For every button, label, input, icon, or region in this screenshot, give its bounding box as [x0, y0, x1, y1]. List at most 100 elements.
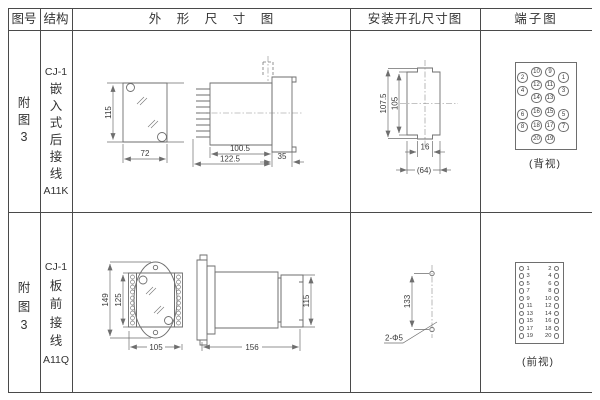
row1-structure: CJ-1 嵌 入 式 后 接 线 A11K — [43, 66, 69, 197]
col-divider-1 — [40, 8, 41, 392]
dim-label-105w: 105 — [149, 343, 163, 352]
terminal-6-back: 6 — [517, 109, 528, 120]
terminal-1-front-circle — [518, 265, 525, 272]
terminal-16-front-circle — [553, 318, 560, 324]
panel-tab-bottom — [200, 340, 207, 345]
dim-label-107-5: 107.5 — [379, 93, 388, 114]
terminal-2-front-circle — [553, 265, 560, 272]
dim-label-156: 156 — [245, 343, 259, 352]
terminal-1-back: 1 — [558, 72, 569, 83]
flange-tabs — [292, 77, 296, 152]
dim-label-16: 16 — [421, 143, 430, 152]
terminal-15-front-num: 15 — [526, 318, 533, 324]
terminal-2-front-num: 2 — [548, 265, 552, 272]
row2-figure-no: 附 图 3 — [17, 281, 31, 332]
cutout-centerlines — [400, 60, 458, 147]
rear-tabs — [299, 275, 303, 327]
terminal-1-front-num: 1 — [526, 265, 530, 272]
hatch-mark — [154, 306, 164, 314]
terminal-10-back: 10 — [531, 66, 542, 78]
terminal-14-front-num: 14 — [545, 310, 552, 317]
terminal-11-front-circle — [518, 303, 525, 309]
terminal-17-back: 17 — [544, 120, 556, 131]
table-border-left — [8, 8, 9, 392]
terminal-14-front-circle — [553, 310, 560, 317]
terminal-4-front-num: 4 — [548, 273, 552, 279]
terminal-9-front-num: 9 — [526, 295, 530, 302]
mount-hole-bottom — [153, 330, 157, 334]
spacer — [207, 266, 215, 334]
r1-front-view: 115 72 — [104, 83, 184, 163]
terminal-12-back: 12 — [531, 79, 542, 91]
terminal-14-back: 14 — [531, 92, 542, 104]
dim-label-133: 133 — [403, 294, 412, 308]
terminal-5-back: 5 — [558, 109, 569, 120]
dim-label-149: 149 — [101, 293, 110, 307]
header-terminal-diagram: 端子图 — [514, 12, 558, 26]
extension-lines — [107, 83, 184, 163]
hatch-mark — [148, 120, 158, 128]
relay-body — [210, 83, 272, 145]
extension-lines — [193, 139, 292, 167]
terminal-9-back: 9 — [544, 66, 556, 78]
extension-lines — [110, 262, 182, 350]
terminal-8-front-circle — [553, 288, 560, 294]
terminal-8-front-num: 8 — [548, 288, 552, 294]
terminal-7-back: 7 — [558, 121, 569, 133]
terminal-16-front-num: 16 — [545, 318, 552, 324]
table-border-bottom — [8, 392, 592, 393]
terminal-strip-holes — [131, 275, 181, 325]
label-mask — [242, 342, 262, 352]
header-divider — [8, 30, 592, 31]
cutout-outline — [407, 68, 440, 139]
extension-lines — [414, 274, 429, 330]
terminal-18-front-num: 18 — [545, 325, 552, 332]
row2-structure: CJ-1 板 前 接 线 A11Q — [42, 261, 70, 366]
hatch-mark — [137, 97, 147, 105]
screw-head-bottom-right — [158, 133, 167, 142]
terminal-2-back: 2 — [517, 72, 528, 83]
dim-label-115b: 115 — [302, 294, 311, 307]
hatch-mark — [146, 287, 156, 295]
hole-spec-label: 2-Φ5 — [385, 334, 403, 343]
terminal-5-front-num: 5 — [526, 280, 530, 287]
terminal-4-back: 4 — [517, 85, 528, 97]
terminal-3-front-num: 3 — [526, 273, 530, 279]
r2-front-view: 149 125 105 — [101, 262, 183, 352]
terminal-box-back-view — [515, 62, 577, 150]
terminal-6-front-circle — [553, 280, 560, 287]
terminal-3-front-circle — [518, 273, 525, 279]
r1-side-view: 100.5 122.5 35 — [193, 56, 304, 167]
relay-front-body — [137, 273, 175, 327]
terminal-8-back: 8 — [517, 121, 528, 133]
terminal-12-front-circle — [553, 303, 560, 309]
terminal-10-front-circle — [553, 295, 560, 302]
rear-section — [281, 275, 303, 327]
terminal-13-front-circle — [518, 310, 525, 317]
leader-line — [384, 322, 437, 343]
screw-head-top-left — [127, 84, 135, 92]
terminal-16-back: 16 — [531, 106, 542, 118]
mount-hole-top — [153, 265, 157, 269]
terminal-box-front-view — [515, 262, 564, 344]
terminal-18-front-circle — [553, 325, 560, 332]
dim-label-35: 35 — [278, 152, 287, 161]
mounting-flange — [272, 77, 292, 152]
front-panel — [197, 260, 207, 340]
relay-front-outline — [123, 83, 167, 142]
dim-label-115: 115 — [104, 106, 113, 119]
terminal-18-back: 18 — [531, 120, 542, 131]
terminal-15-back: 15 — [544, 106, 556, 118]
terminal-15-front-circle — [518, 318, 525, 324]
header-structure: 结构 — [43, 12, 69, 26]
terminal-10-front-num: 10 — [545, 295, 552, 302]
terminal-11-front-num: 11 — [526, 303, 533, 309]
terminal-4-front-circle — [553, 273, 560, 279]
mount-hole-bottom — [430, 327, 434, 331]
header-outline-dims: 外 形 尺 寸 图 — [148, 12, 280, 26]
dim-label-122-5: 122.5 — [220, 155, 241, 164]
terminal-17-front-circle — [518, 325, 525, 332]
relay-body — [215, 272, 278, 328]
